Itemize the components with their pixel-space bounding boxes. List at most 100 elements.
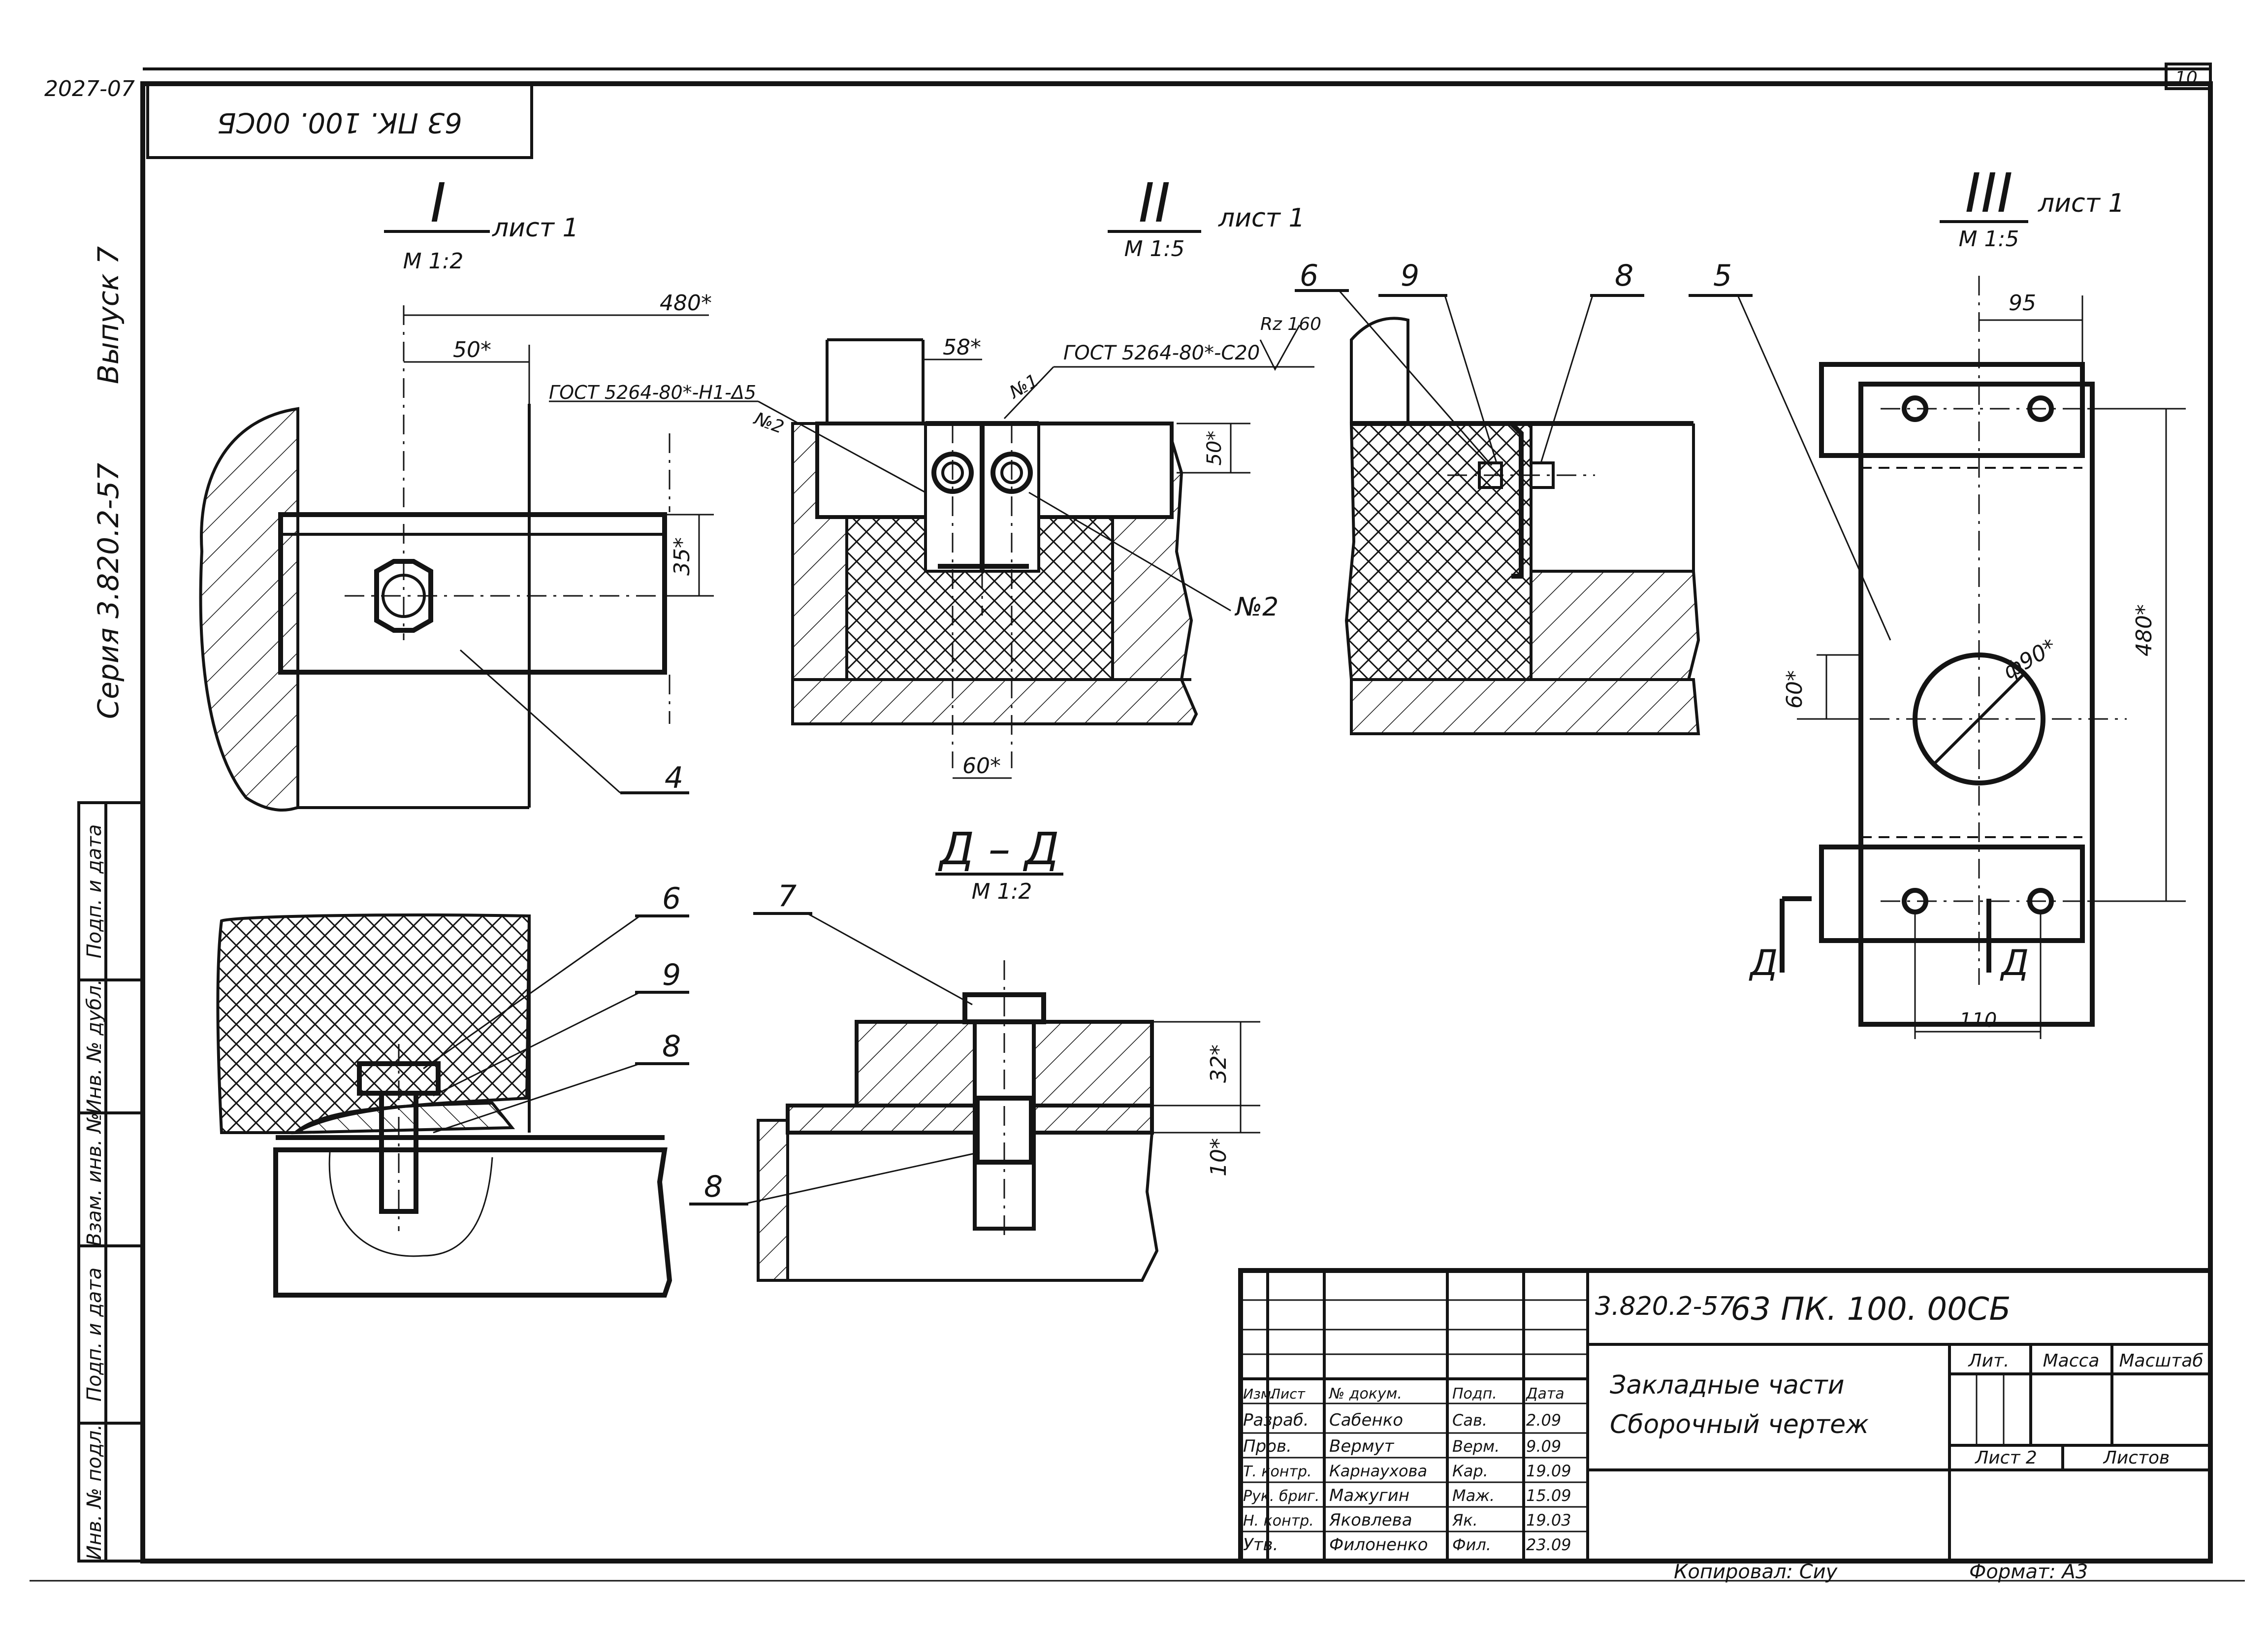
tb-series-code: 3.820.2-57 <box>1595 1292 1734 1321</box>
tb-row-role: Пров. <box>1243 1436 1292 1456</box>
tb-row-date: 19.03 <box>1526 1511 1571 1530</box>
tb-row-role: Н. контр. <box>1243 1512 1314 1530</box>
section-mark-d-left: Д <box>1749 942 1778 983</box>
callout-8-bottom: 8 <box>662 1029 681 1064</box>
callout-6-top: 6 <box>1300 259 1318 293</box>
view-iii-numeral: III <box>1965 162 2012 225</box>
dim-95: 95 <box>2009 291 2036 316</box>
tb-row-name: Филоненко <box>1329 1535 1428 1555</box>
tb-row-date: 23.09 <box>1526 1535 1571 1554</box>
tb-row-name: Карнаухова <box>1329 1462 1427 1480</box>
view-iii-sheet-ref: лист 1 <box>2038 189 2125 218</box>
callout-8-section: 8 <box>704 1170 723 1204</box>
dim-60-vertical: 60* <box>1782 670 1807 709</box>
tb-row-date: 9.09 <box>1526 1437 1561 1456</box>
tb-row-role: Рук. бриг. <box>1243 1488 1319 1505</box>
tb-row-sign: Верм. <box>1452 1437 1500 1456</box>
view-i-detail: I лист 1 М 1:2 480* 50* 35* 4 <box>199 171 714 812</box>
section-mark-d-right: Д <box>2000 942 2029 983</box>
issue-label: Выпуск 7 <box>92 246 125 384</box>
stamp-top-left: 2027-07 <box>44 76 135 101</box>
tb-title-line1: Закладные части <box>1610 1370 1845 1400</box>
series-label: Серия 3.820.2-57 <box>92 463 125 719</box>
callout-9-bottom: 9 <box>662 958 681 992</box>
tb-head-podp: Подп. <box>1452 1385 1497 1402</box>
tb-document-code: 63 ПК. 100. 00СБ <box>1731 1291 2011 1328</box>
callout-8-top: 8 <box>1615 259 1633 293</box>
tb-row-role: Утв. <box>1243 1535 1278 1555</box>
tb-massa: Масса <box>2043 1351 2100 1371</box>
dim-480-vertical: 480* <box>2132 604 2157 656</box>
tb-masshtab: Масштаб <box>2119 1351 2203 1371</box>
view-iii-scale: М 1:5 <box>1959 227 2019 252</box>
strip-cell-5: Инв. № подл. <box>83 1424 106 1560</box>
tb-row-date: 19.09 <box>1526 1462 1571 1480</box>
section-dd-scale: М 1:2 <box>972 879 1032 904</box>
tb-head-list: Лист <box>1270 1386 1306 1402</box>
tb-row-date: 2.09 <box>1526 1411 1561 1430</box>
tb-head-izm: Изм. <box>1243 1386 1276 1402</box>
tb-head-ndoc: № докум. <box>1328 1385 1402 1402</box>
view-iii-plate: III лист 1 М 1:5 95 480* 60* ф90* <box>1749 162 2186 1039</box>
dim-35: 35* <box>670 537 695 576</box>
view-ii-sheet-ref: лист 1 <box>1218 203 1305 233</box>
view-i-numeral: I <box>430 171 446 234</box>
detail-bottom-left: 6 9 8 <box>216 881 689 1298</box>
tb-row-name: Мажугин <box>1329 1486 1409 1505</box>
tb-sheet: Лист 2 <box>1974 1448 2037 1468</box>
copied-by: Копировал: Сиу <box>1674 1561 1838 1583</box>
roughness-mark: Rz 160 <box>1260 314 1321 334</box>
callout-6-bottom: 6 <box>662 881 681 916</box>
callout-4: 4 <box>665 761 683 795</box>
section-dd-title: Д – Д <box>938 823 1059 875</box>
view-ii-scale: М 1:5 <box>1124 236 1185 261</box>
sheet-frame <box>30 63 2245 1582</box>
callout-9-top: 9 <box>1401 259 1419 293</box>
title-block <box>1238 1268 2213 1564</box>
tb-row-sign: Сав. <box>1452 1411 1487 1430</box>
section-view-middle: 6 9 8 5 <box>1295 259 1891 735</box>
tb-row-name: Яковлева <box>1329 1510 1412 1530</box>
dim-110: 110 <box>1959 1009 1997 1032</box>
weld-n2-right: №2 <box>1234 592 1278 622</box>
tb-row-sign: Кар. <box>1452 1462 1488 1480</box>
strip-cell-3: Взам. инв. № <box>83 1112 106 1246</box>
format-label: Формат: А3 <box>1969 1561 2088 1583</box>
dim-58: 58* <box>943 335 981 360</box>
tb-row-sign: Маж. <box>1452 1486 1495 1505</box>
tb-row-sign: Як. <box>1452 1511 1478 1530</box>
dim-32: 32* <box>1206 1044 1231 1083</box>
tb-row-name: Вермут <box>1329 1436 1395 1456</box>
callout-5: 5 <box>1713 259 1732 293</box>
tb-row-date: 15.09 <box>1526 1486 1571 1505</box>
tb-head-date: Дата <box>1525 1385 1565 1402</box>
weld-gost-2: ГОСТ 5264-80*-С20 <box>1063 342 1260 364</box>
dim-480-top: 480* <box>660 291 712 316</box>
tb-row-sign: Фил. <box>1452 1535 1491 1554</box>
rotated-code: 63 ПК. 100. 00СБ <box>217 106 462 138</box>
tb-sheets: Листов <box>2103 1448 2170 1468</box>
tb-lit: Лит. <box>1968 1351 2010 1371</box>
page-number: 10 <box>2175 68 2198 88</box>
tb-title-line2: Сборочный чертеж <box>1610 1410 1869 1439</box>
view-i-sheet-ref: лист 1 <box>492 213 579 243</box>
tb-row-name: Сабенко <box>1329 1410 1403 1430</box>
tb-row-role: Разраб. <box>1243 1410 1309 1430</box>
strip-cell-1: Подп. и дата <box>83 824 106 958</box>
left-margin-strip <box>77 801 144 1563</box>
view-ii-detail: II лист 1 М 1:5 58* 50* 60* ГОСТ 526 <box>549 171 1321 779</box>
strip-cell-4: Подп. и дата <box>83 1268 106 1401</box>
strip-cell-2: Инв. № дубл. <box>83 979 106 1114</box>
weld-gost-1: ГОСТ 5264-80*-Н1-Δ5 <box>549 382 756 403</box>
dim-50-vertical: 50* <box>1203 431 1226 466</box>
view-i-scale: М 1:2 <box>403 249 464 274</box>
dim-50: 50* <box>453 337 491 362</box>
dim-10: 10* <box>1206 1138 1231 1176</box>
section-dd: Д – Д М 1:2 32* 10* 7 8 <box>689 823 1260 1282</box>
callout-7: 7 <box>778 879 797 913</box>
view-ii-numeral: II <box>1139 171 1171 234</box>
tb-row-role: Т. контр. <box>1243 1463 1312 1480</box>
tb-signature-rows: Разраб. Сабенко Сав. 2.09 Пров. Вермут В… <box>1243 1410 1571 1555</box>
weld-n2-top: №2 <box>751 408 787 438</box>
